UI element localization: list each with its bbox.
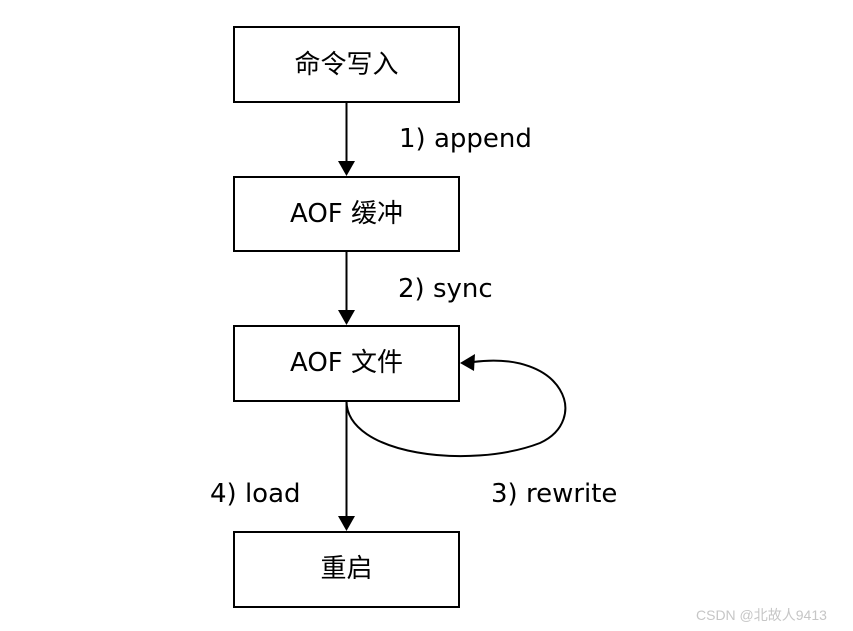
edge-sync-label: 2) sync xyxy=(398,274,493,304)
edge-load: 4) load xyxy=(210,401,355,531)
node-aof-file: AOF 文件 xyxy=(233,325,460,402)
watermark: CSDN @北故人9413 xyxy=(696,607,827,623)
edge-sync: 2) sync xyxy=(338,251,493,325)
node-command-write: 命令写入 xyxy=(233,26,460,103)
node-restart: 重启 xyxy=(233,531,460,608)
node-aof-buffer-box xyxy=(233,176,460,252)
node-command-write-box xyxy=(233,26,460,103)
node-aof-buffer: AOF 缓冲 xyxy=(233,176,460,252)
node-restart-label: 重启 xyxy=(320,554,372,584)
edge-load-arrowhead xyxy=(338,516,355,531)
edge-rewrite-arrowhead xyxy=(460,354,475,371)
node-aof-buffer-label: AOF 缓冲 xyxy=(290,199,403,229)
edge-load-label: 4) load xyxy=(210,479,301,509)
edge-append-label: 1) append xyxy=(399,124,532,154)
edge-rewrite: 3) rewrite xyxy=(345,354,617,509)
node-command-write-label: 命令写入 xyxy=(294,50,398,80)
edge-sync-arrowhead xyxy=(338,310,355,325)
node-aof-file-box xyxy=(233,325,460,402)
edge-rewrite-label: 3) rewrite xyxy=(491,479,617,509)
node-aof-file-label: AOF 文件 xyxy=(290,348,403,378)
edge-append-arrowhead xyxy=(338,161,355,176)
edge-append: 1) append xyxy=(338,102,532,176)
node-restart-box xyxy=(233,531,460,608)
edge-rewrite-curve xyxy=(345,359,567,458)
